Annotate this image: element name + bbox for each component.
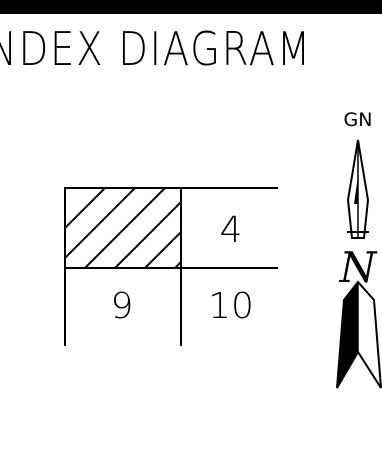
- diagram-title: NDEX DIAGRAM: [0, 22, 312, 76]
- north-arrow-lower-shade: [337, 282, 358, 388]
- north-arrow-upper-shade: [354, 176, 358, 204]
- north-arrow-gn-label: GN: [344, 109, 373, 131]
- top-border-bar: [0, 0, 382, 14]
- north-arrow: GN N: [336, 109, 382, 389]
- shaded-cell-hatch: [65, 188, 181, 268]
- cell-label-top-right: 4: [220, 210, 243, 251]
- cell-label-bottom-right: 10: [208, 286, 254, 327]
- cell-label-bottom-left: 9: [111, 286, 134, 327]
- index-grid: [64, 187, 278, 346]
